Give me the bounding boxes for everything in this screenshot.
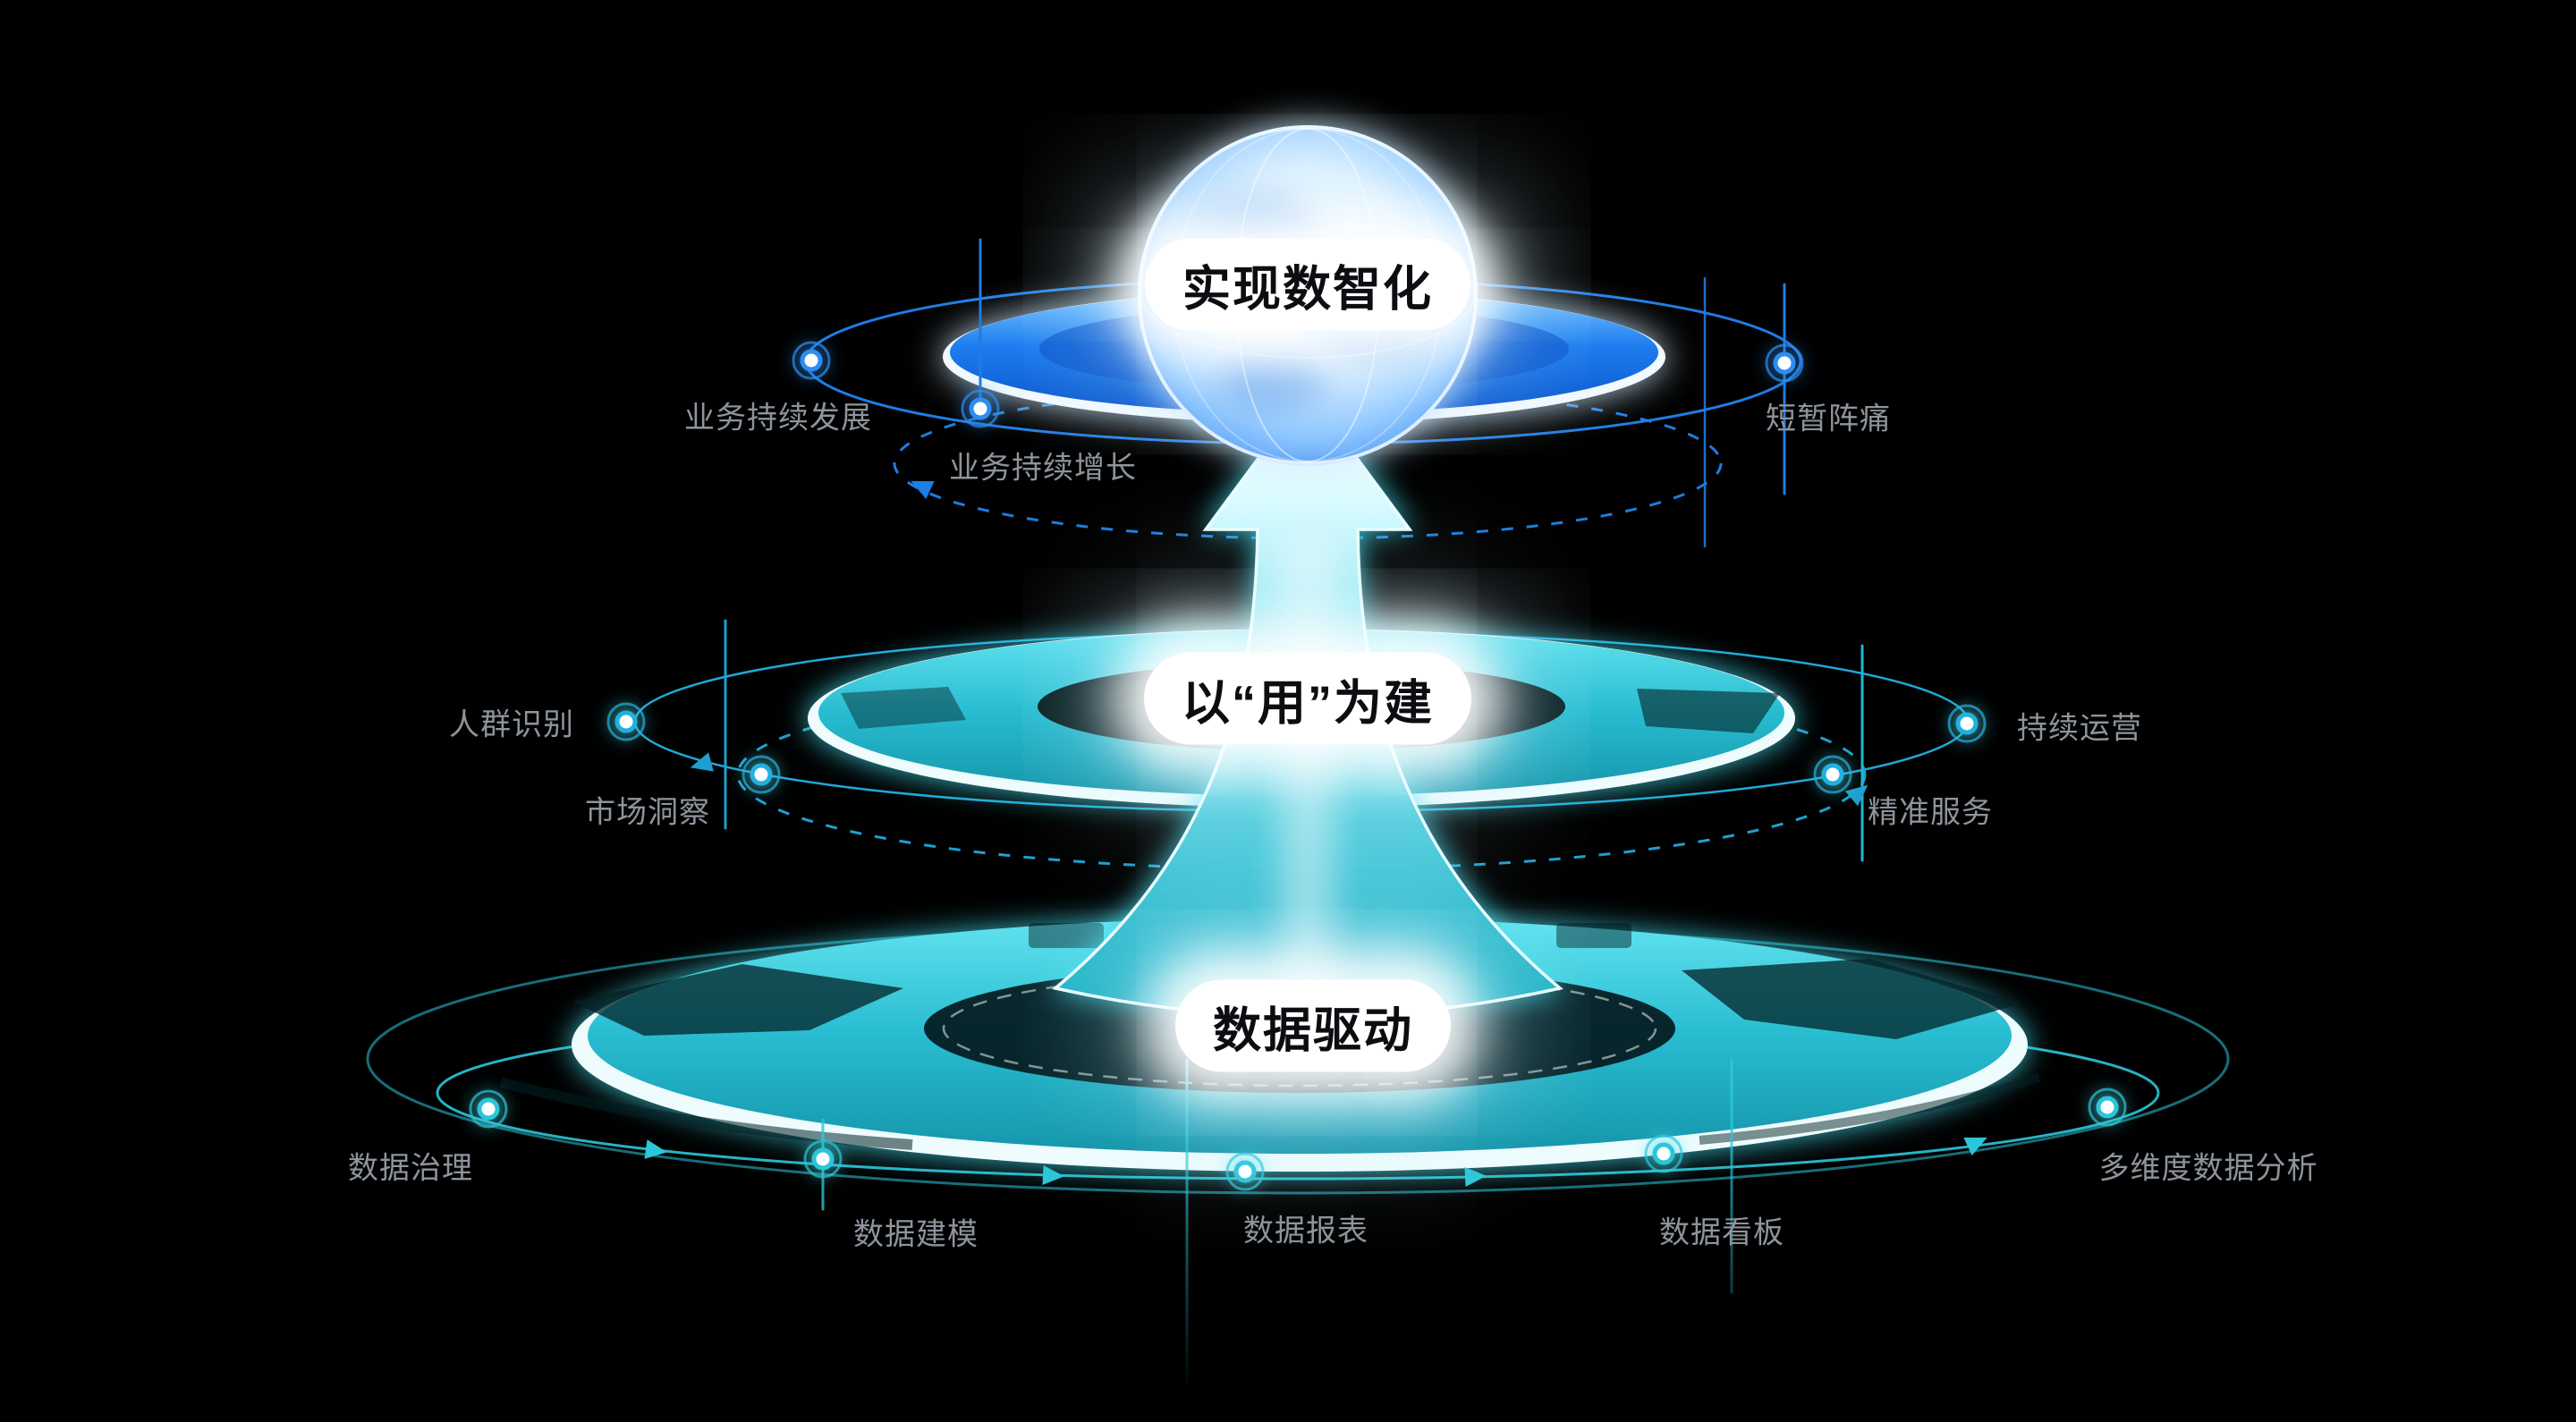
flow-arrow-icon: [687, 752, 714, 777]
bottom-disc-tech-pattern: [499, 914, 2041, 1150]
flow-arrow-icon: [1464, 1165, 1487, 1187]
node-dot-icon: [1644, 1134, 1683, 1173]
node-dot-icon: [803, 1139, 843, 1179]
accent-lines: [724, 238, 1864, 1388]
node-dot-icon: [606, 702, 646, 741]
node-dot-icon: [1765, 343, 1804, 383]
node-dot-icon: [792, 341, 831, 380]
node-dot-icon: [741, 755, 781, 794]
node-dot-icon: [2088, 1088, 2127, 1127]
top-tier: [943, 125, 1665, 465]
node-dot-icon: [961, 389, 1000, 428]
node-dots: [469, 341, 2127, 1191]
globe-sphere-icon: [1138, 125, 1478, 465]
node-dot-icon: [1813, 755, 1852, 794]
node-dot-icon: [469, 1089, 508, 1129]
flow-arrow-icon: [1042, 1165, 1065, 1187]
middle-disc-notch-right: [1637, 689, 1780, 733]
middle-disc-notch-left: [841, 687, 966, 729]
node-dot-icon: [1225, 1152, 1265, 1191]
node-dot-icon: [1947, 704, 1987, 743]
